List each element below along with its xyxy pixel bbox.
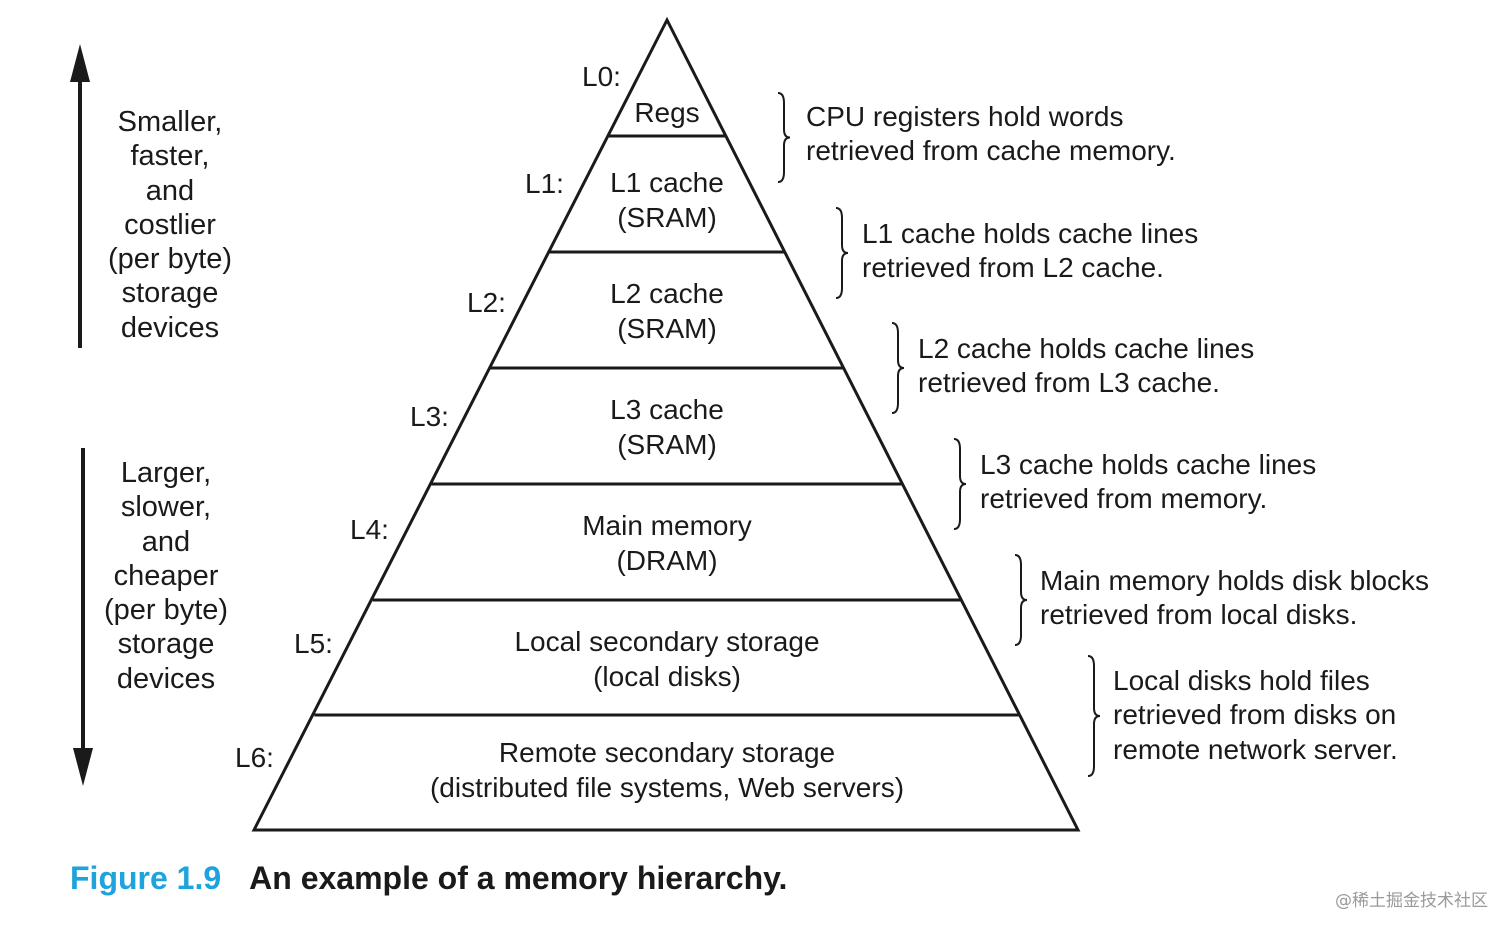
tier-l5: Local secondary storage(local disks) [347,625,987,694]
desc-l4-line: Main memory holds disk blocks [1040,565,1430,596]
desc-l1-line: L1 cache holds cache lines [862,218,1199,249]
up-note-line: (per byte) [107,243,233,276]
figure-number: Figure 1.9 [70,860,222,896]
level-label-l1: L1: [525,168,564,199]
desc-l3-line: L3 cache holds cache lines [980,449,1317,480]
up-note-line: costlier [124,208,216,241]
level-label-l6: L6: [235,742,274,773]
down-note-line: devices [116,662,216,695]
tier-l5-line: (local disks) [593,660,741,692]
up-note-line: and [145,174,195,207]
tier-l6-line: Remote secondary storage [498,737,836,768]
down-note-line: Larger, [120,457,212,489]
figure-caption: Figure 1.9 An example of a memory hierarc… [70,860,787,897]
desc-l2-line: L2 cache holds cache lines [918,333,1255,364]
tier-l1-line: L1 cache [610,167,724,198]
level-label-l4: L4: [350,514,389,545]
desc-l5-line: remote network server. [1113,733,1398,765]
tier-l3-line: (SRAM) [617,428,717,460]
tier-l0: Regs [347,96,987,131]
tier-l2: L2 cache(SRAM) [347,277,987,346]
tier-l5-line: Local secondary storage [514,626,820,657]
down-note-line: storage [117,628,215,661]
desc-l1-line: retrieved from L2 cache. [862,252,1164,284]
pyramid-outline [251,16,1081,832]
tier-l2-line: L2 cache [610,278,724,309]
brace-l3 [953,438,967,530]
brace-l0 [777,92,791,183]
down-note-line: (per byte) [103,594,229,627]
tier-l4-line: (DRAM) [616,544,718,576]
down-note-line: cheaper [113,559,219,592]
tier-l6-line: (distributed file systems, Web servers) [429,771,905,803]
desc-l5-line: Local disks hold files [1113,665,1370,696]
tier-l2-line: (SRAM) [617,312,717,344]
watermark: @稀土掘金技术社区 [1335,891,1488,911]
down-note-line: and [141,525,191,558]
tier-l3-line: L3 cache [610,394,724,425]
tier-l1-line: (SRAM) [617,201,717,233]
up-note-line: devices [120,311,220,344]
brace-l5 [1087,655,1101,777]
brace-l1 [835,207,849,299]
figure-title: An example of a memory hierarchy. [249,860,788,896]
up-note-line: faster, [130,140,210,173]
desc-l5-line: retrieved from disks on [1113,699,1397,731]
tier-l3: L3 cache(SRAM) [347,393,987,462]
desc-l0-line: CPU registers hold words [806,101,1124,132]
desc-l2-line: retrieved from L3 cache. [918,367,1220,399]
tier-l0-line: Regs [634,97,700,128]
tier-l4: Main memory(DRAM) [347,509,987,578]
up-arrow-head [70,44,90,82]
tier-l6: Remote secondary storage(distributed fil… [347,736,987,805]
brace-l2 [891,322,905,414]
down-note-line: slower, [120,491,212,524]
desc-l4-line: retrieved from local disks. [1040,599,1358,631]
desc-l0-line: retrieved from cache memory. [806,135,1176,167]
desc-l3-line: retrieved from memory. [980,483,1268,515]
tier-l4-line: Main memory [582,510,752,541]
level-label-l3: L3: [410,401,449,432]
down-arrow-head [73,748,93,786]
level-label-l5: L5: [294,628,333,659]
up-note-line: Smaller, [117,106,223,138]
up-note-line: storage [121,277,219,310]
brace-l4 [1014,554,1028,646]
level-label-l2: L2: [467,287,506,318]
level-label-l0: L0: [582,61,621,92]
tier-l1: L1 cache(SRAM) [347,166,987,235]
